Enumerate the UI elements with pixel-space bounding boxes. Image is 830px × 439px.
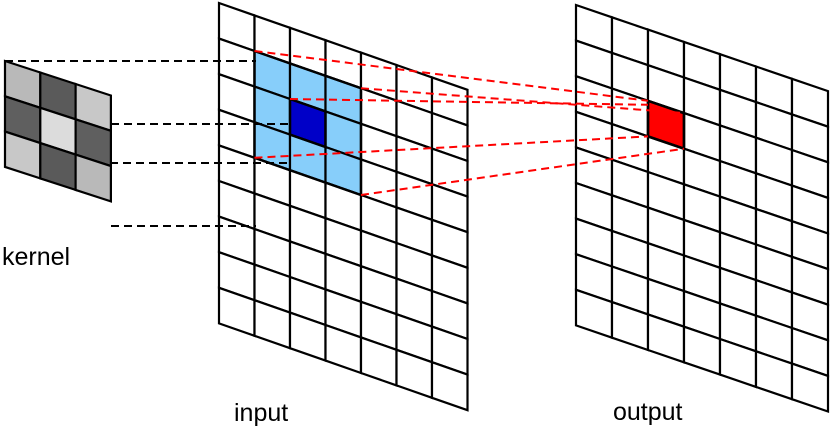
input-cell <box>430 360 469 412</box>
input-output-connector <box>360 87 685 115</box>
input-output-connector <box>254 135 649 159</box>
kernel-grid <box>3 59 113 203</box>
input-output-connector <box>289 98 649 106</box>
kernel-label: kernel <box>2 243 71 271</box>
input-label: input <box>234 399 289 427</box>
output-label: output <box>613 398 683 426</box>
input-output-connector <box>254 50 649 102</box>
input-output-connector <box>360 147 685 196</box>
input-center-outline <box>288 97 327 149</box>
input-grid <box>217 1 469 412</box>
output-grid <box>574 3 830 414</box>
connector-lines <box>5 50 685 227</box>
output-cell <box>790 362 830 414</box>
kernel-cell <box>74 153 113 203</box>
